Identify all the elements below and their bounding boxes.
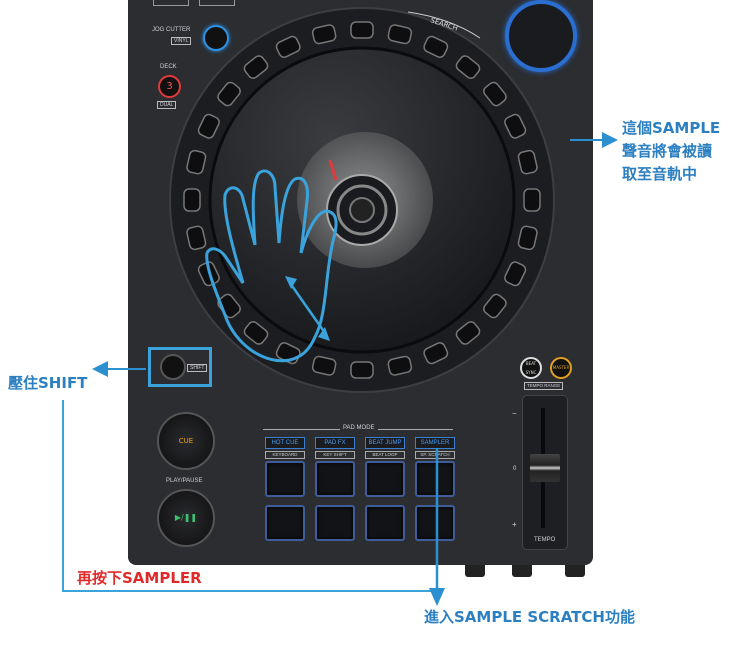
play-pause-label: PLAY/PAUSE: [166, 478, 203, 484]
jog-dimple: [455, 55, 481, 79]
jog-dimple: [387, 355, 413, 376]
jog-cutter-label: JOG CUTTER: [152, 27, 191, 33]
shift-note: 壓住SHIFT: [8, 374, 88, 392]
sp-scratch-label: SP. SCRATCH: [415, 451, 455, 459]
tempo-knob-ring[interactable]: [505, 0, 577, 72]
beat-loop-label: BEAT LOOP: [365, 451, 405, 459]
tempo-zero-label: 0: [513, 466, 517, 472]
deck-label: DECK: [160, 64, 177, 70]
performance-pad[interactable]: [415, 505, 455, 541]
jog-cutter-button[interactable]: [203, 25, 229, 51]
jog-dimple: [186, 225, 207, 251]
jog-dimple: [350, 21, 374, 39]
jog-dimple: [504, 261, 527, 287]
jog-dimple: [423, 342, 449, 365]
jog-dimple: [311, 24, 337, 45]
jog-dimple: [504, 113, 527, 139]
performance-pad[interactable]: [365, 461, 405, 497]
right-note-line: 聲音將會被讀: [622, 142, 713, 160]
result-note: 進入SAMPLE SCRATCH功能: [424, 608, 635, 626]
jog-dimple: [243, 321, 269, 345]
tempo-label: TEMPO: [534, 537, 556, 543]
right-note: 這個SAMPLE 聲音將會被讀 取至音軌中: [622, 117, 720, 186]
tempo-plus-label: +: [512, 520, 517, 529]
key-shift-label: KEY SHIFT: [315, 451, 355, 459]
jog-dimple: [186, 149, 207, 175]
shift-highlight-box: [148, 347, 212, 387]
jog-dimple: [483, 81, 507, 107]
jog-wheel[interactable]: SEARCH: [160, 0, 580, 400]
shift-button[interactable]: [160, 354, 186, 380]
beat-jump-button[interactable]: BEAT JUMP: [365, 437, 405, 449]
top-label-box: [153, 0, 189, 6]
tempo-minus-label: −: [512, 409, 517, 418]
master-button[interactable]: MASTER: [550, 357, 572, 379]
dual-label: DUAL: [157, 101, 177, 109]
sampler-note: 再按下SAMPLER: [77, 569, 202, 587]
jog-dimple: [350, 361, 374, 379]
tempo-range-label: TEMPO RANGE: [524, 382, 564, 390]
pad-mode-label: PAD MODE: [340, 425, 378, 431]
jog-dimple: [387, 24, 413, 45]
top-label-box: [199, 0, 235, 6]
jog-dimple: [455, 321, 481, 345]
shift-label: SHIFT: [187, 364, 208, 372]
jog-dimple: [311, 355, 337, 376]
performance-pad[interactable]: [265, 505, 305, 541]
jog-dimple: [183, 188, 201, 212]
jog-dimple: [523, 188, 541, 212]
jog-dimple: [517, 149, 538, 175]
performance-pad[interactable]: [315, 505, 355, 541]
bottom-knobs: [465, 565, 587, 577]
beat-sync-button[interactable]: BEAT SYNC: [520, 357, 542, 379]
vinyl-label: VINYL: [171, 37, 192, 45]
right-note-line: 取至音軌中: [622, 165, 698, 183]
jog-dimple: [517, 225, 538, 251]
performance-pad[interactable]: [265, 461, 305, 497]
tempo-fader-handle[interactable]: [530, 454, 560, 482]
performance-pad[interactable]: [415, 461, 455, 497]
deck-3-button[interactable]: 3: [158, 75, 181, 98]
hand-gesture-icon: [205, 169, 338, 363]
pad-fx-button[interactable]: PAD FX: [315, 437, 355, 449]
performance-pad[interactable]: [315, 461, 355, 497]
jog-dimple: [275, 35, 301, 58]
performance-pad[interactable]: [365, 505, 405, 541]
jog-dimple: [197, 113, 220, 139]
jog-dimple: [423, 35, 449, 58]
keyboard-label: KEYBOARD: [265, 451, 305, 459]
right-note-line: 這個SAMPLE: [622, 119, 721, 137]
cue-button[interactable]: CUE: [157, 412, 215, 470]
hot-cue-button[interactable]: HOT CUE: [265, 437, 305, 449]
jog-dimple: [243, 55, 269, 79]
jog-dimple: [217, 81, 241, 107]
play-pause-button[interactable]: ▶/❚❚: [157, 489, 215, 547]
jog-dimple: [483, 293, 507, 319]
sampler-button[interactable]: SAMPLER: [415, 437, 455, 449]
